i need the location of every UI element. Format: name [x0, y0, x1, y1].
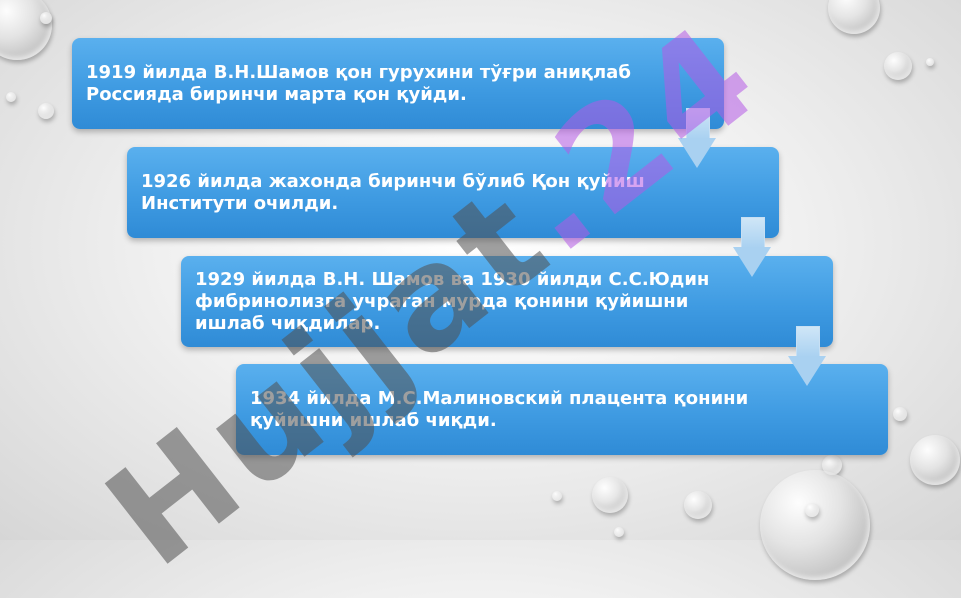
water-drop-icon	[0, 0, 52, 60]
water-drop-icon	[884, 52, 912, 80]
water-drop-icon	[684, 491, 712, 519]
water-drop-icon	[893, 407, 907, 421]
water-drop-icon	[822, 455, 842, 475]
step-text: 1929 йилда В.Н. Шамов ва 1930 йилди С.С.…	[195, 268, 710, 334]
water-drop-icon	[6, 92, 16, 102]
water-drop-icon	[805, 503, 819, 517]
water-drop-icon	[760, 470, 870, 580]
step-box-1: 1919 йилда В.Н.Шамов қон гурухини тўғри …	[72, 38, 724, 129]
water-drop-icon	[592, 477, 628, 513]
water-drop-icon	[910, 435, 960, 485]
step-text: 1926 йилда жахонда биринчи бўлиб Қон қуй…	[141, 170, 645, 214]
water-drop-icon	[552, 491, 562, 501]
water-drop-icon	[614, 527, 624, 537]
step-box-2: 1926 йилда жахонда биринчи бўлиб Қон қуй…	[127, 147, 779, 238]
arrow-down-icon	[733, 217, 771, 283]
step-text: 1934 йилда М.С.Малиновский плацента қони…	[250, 387, 749, 431]
water-drop-icon	[38, 103, 54, 119]
step-box-3: 1929 йилда В.Н. Шамов ва 1930 йилди С.С.…	[181, 256, 833, 347]
water-drop-icon	[40, 12, 52, 24]
step-text: 1919 йилда В.Н.Шамов қон гурухини тўғри …	[86, 61, 631, 105]
water-drop-icon	[926, 58, 934, 66]
step-box-4: 1934 йилда М.С.Малиновский плацента қони…	[236, 364, 888, 455]
arrow-down-icon	[678, 108, 716, 174]
arrow-down-icon	[788, 326, 826, 392]
water-drop-icon	[828, 0, 880, 34]
